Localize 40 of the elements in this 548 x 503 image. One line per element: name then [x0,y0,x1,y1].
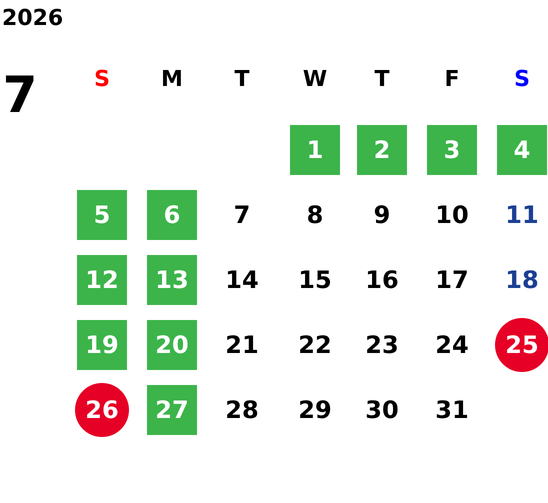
highlighted-day-box: 12 [77,255,127,305]
day-number: 30 [365,398,399,422]
weekday-header: M [161,69,183,91]
year-title: 2026 [2,6,64,31]
day-number: 18 [505,268,539,292]
highlighted-day-box: 5 [77,190,127,240]
day-number: 8 [306,203,324,227]
weekday-header: T [234,69,250,91]
day-number: 11 [505,203,539,227]
day-number: 21 [225,333,259,357]
weekday-header: S [514,69,530,91]
weekday-header: W [302,69,328,91]
highlighted-day-box: 13 [147,255,197,305]
holiday-day-circle: 26 [75,383,129,437]
day-number: 31 [435,398,469,422]
weekday-header: S [94,69,110,91]
weekday-header: F [444,69,460,91]
day-number: 14 [225,268,259,292]
day-number: 29 [298,398,332,422]
highlighted-day-box: 6 [147,190,197,240]
day-number: 15 [298,268,332,292]
highlighted-day-box: 27 [147,385,197,435]
day-number: 28 [225,398,259,422]
month-number: 7 [2,70,38,120]
highlighted-day-box: 2 [357,125,407,175]
highlighted-day-box: 4 [497,125,547,175]
day-number: 24 [435,333,469,357]
day-number: 17 [435,268,469,292]
weekday-header: T [374,69,390,91]
day-number: 10 [435,203,469,227]
day-number: 22 [298,333,332,357]
day-number: 16 [365,268,399,292]
highlighted-day-box: 1 [290,125,340,175]
day-number: 7 [234,203,250,227]
holiday-day-circle: 25 [495,318,548,372]
highlighted-day-box: 3 [427,125,477,175]
day-number: 23 [365,333,399,357]
highlighted-day-box: 19 [77,320,127,370]
highlighted-day-box: 20 [147,320,197,370]
day-number: 9 [374,203,390,227]
